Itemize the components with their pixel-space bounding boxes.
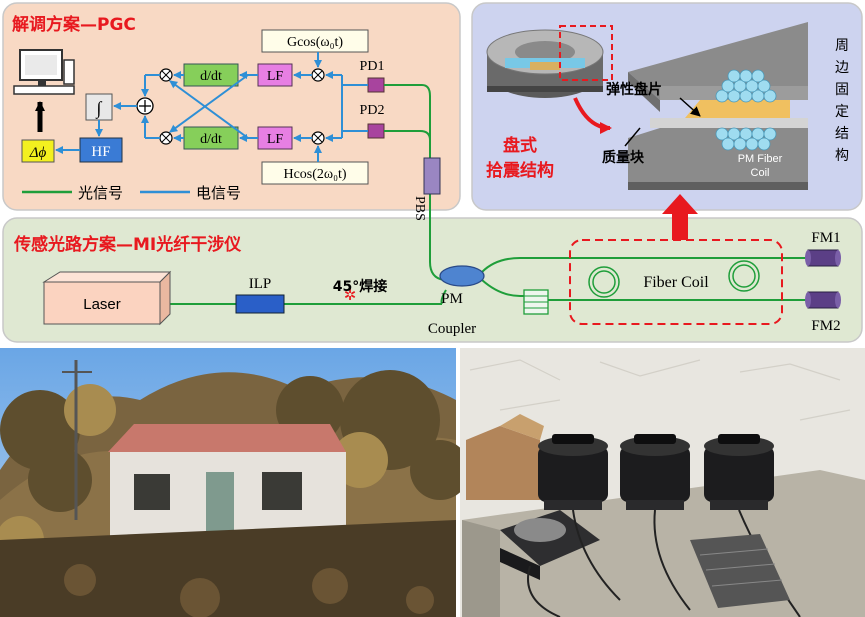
pm-fiber-coil-label-line2: Coil [751, 167, 770, 179]
photodetector-1 [367, 77, 385, 93]
splice-star-icon: ✲ [344, 288, 357, 304]
faraday-mirror-1 [805, 249, 841, 267]
pd2-label: PD2 [360, 103, 385, 118]
grid-mat [690, 534, 790, 608]
pbs-label: PBS [412, 196, 427, 221]
fiber-coil-bundle [715, 69, 777, 151]
delta-phi-block [21, 139, 55, 163]
multiplier-icon-left-top [159, 68, 173, 82]
ilp-label: ILP [249, 276, 272, 292]
fm1-label: FM1 [811, 230, 840, 246]
reference-top-box [261, 29, 369, 53]
fiber-coil-loops-icon [588, 260, 760, 298]
fiber-coil-label: Fiber Coil [643, 274, 709, 291]
structure-panel: 盘式 拾震结构 弹性盘片 质量块 PM Fiber Coil [471, 2, 863, 211]
fixed-structure-label: 周 边 固 定 结 构 [835, 38, 849, 164]
field-station-photo [0, 348, 470, 617]
sensing-title: 传感光路方案—MI光纤干涉仪 [13, 234, 242, 255]
integrator-label: ∫ [96, 98, 103, 119]
pd1-label: PD1 [360, 59, 385, 74]
disc-structure-cutaway [486, 29, 604, 98]
electrical-signal-lines [55, 52, 368, 162]
elastic-plate-pointer [679, 97, 701, 117]
mass-block-label: 质量块 [602, 149, 645, 166]
zoom-highlight-box [559, 25, 613, 81]
multiplier-icon-right-bottom [311, 131, 325, 145]
lowpass-top-label: LF [267, 69, 284, 84]
structure-title-line1: 盘式 [503, 135, 537, 156]
photodetector-2 [367, 123, 385, 139]
multiplier-icon-right-top [311, 68, 325, 82]
derivative-bottom-label: d/dt [200, 132, 222, 147]
enlarged-section-drawing [628, 22, 808, 190]
signal-legend: 光信号 电信号 [22, 184, 241, 202]
derivative-top-label: d/dt [200, 69, 222, 84]
pm-coupler [439, 265, 485, 287]
integrator-block [85, 93, 113, 121]
reference-top-label: Gcos(ω₀t) [287, 35, 343, 50]
fixed-structure-char: 边 [835, 60, 849, 76]
computer-icon [13, 49, 75, 95]
isolator-block [235, 294, 285, 314]
hf-label: HF [91, 144, 110, 160]
splice-label: 45°焊接 [333, 278, 387, 295]
lowpass-bottom-label: LF [267, 132, 284, 147]
coupler-label-line1: PM [441, 291, 463, 307]
sensing-panel: 传感光路方案—MI光纤干涉仪 Laser ILP ✲ 45°焊接 [2, 84, 863, 343]
sum-junction-icon [136, 97, 154, 115]
laser-source: Laser [42, 270, 172, 326]
pgc-title: 解调方案—PGC [12, 14, 136, 35]
seismometer-3 [704, 434, 774, 510]
delta-phi-label: Δϕ [29, 145, 47, 161]
pgc-panel: 解调方案—PGC Δϕ HF ∫ [2, 2, 461, 211]
fixed-structure-char: 定 [835, 104, 849, 120]
faraday-mirror-2 [805, 291, 841, 309]
fiber-spool-icon [523, 289, 549, 315]
legend-electrical-label: 电信号 [196, 184, 241, 202]
up-arrow-icon [662, 194, 698, 240]
pbs-block [423, 157, 441, 195]
fm2-label: FM2 [811, 318, 840, 334]
hf-block [79, 137, 123, 163]
coupler-label-line2: Coupler [428, 321, 476, 337]
fixed-structure-char: 周 [835, 38, 849, 54]
seismometer-2 [620, 434, 690, 510]
elastic-plate-label: 弹性盘片 [606, 81, 662, 98]
fixed-structure-char: 固 [835, 82, 849, 98]
fixed-structure-char: 构 [835, 148, 849, 164]
fixed-structure-char: 结 [835, 126, 849, 142]
reference-bottom-box [261, 161, 369, 185]
structure-title-line2: 拾震结构 [486, 160, 554, 181]
devices-photo [460, 348, 865, 617]
legend-optical-label: 光信号 [78, 184, 123, 202]
zoom-arrow-icon [573, 97, 612, 134]
mass-block-pointer [624, 127, 641, 147]
laser-label: Laser [83, 296, 121, 313]
pm-fiber-coil-label-line1: PM Fiber [738, 153, 783, 165]
seismometer-1 [538, 434, 608, 510]
multiplier-icon-left-bottom [159, 131, 173, 145]
reference-bottom-label: Hcos(2ω₀t) [283, 167, 346, 182]
